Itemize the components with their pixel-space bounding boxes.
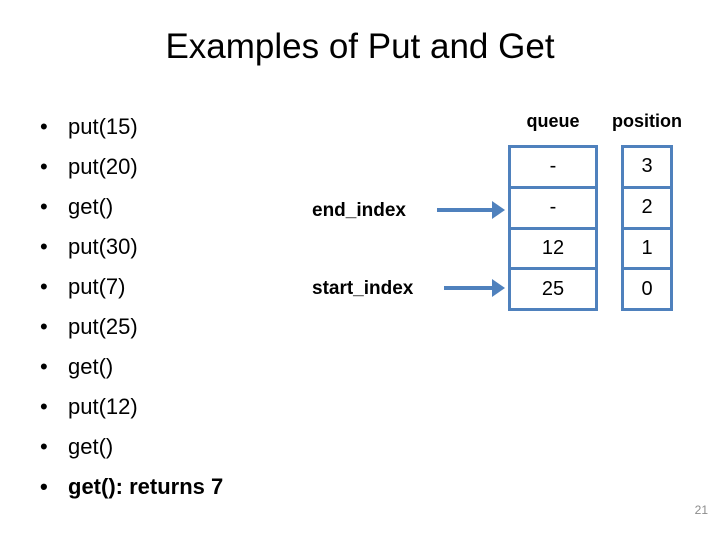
list-item: get() (40, 347, 223, 387)
list-item: get() (40, 427, 223, 467)
queue-column: - - 12 25 (508, 145, 598, 311)
list-item: put(15) (40, 107, 223, 147)
position-column: 3 2 1 0 (621, 145, 673, 311)
queue-cell: 12 (511, 226, 595, 268)
list-item-label: put(30) (68, 234, 138, 259)
list-item-result: get(): returns 7 (40, 467, 223, 507)
position-cell: 2 (624, 185, 670, 227)
end-index-label: end_index (312, 200, 406, 221)
list-item: put(7) (40, 267, 223, 307)
list-item: put(20) (40, 147, 223, 187)
queue-column-header: queue (526, 111, 580, 131)
list-item-label: put(7) (68, 274, 126, 299)
queue-cell: - (549, 155, 557, 178)
list-item: get() (40, 187, 223, 227)
slide-title: Examples of Put and Get (165, 27, 555, 66)
position-cell: 0 (624, 267, 670, 308)
end-index-arrowhead-icon (492, 201, 505, 219)
list-item-label: put(20) (68, 154, 138, 179)
list-item-label: put(12) (68, 394, 138, 419)
queue-cell: - (511, 185, 595, 227)
start-index-arrowhead-icon (492, 279, 505, 297)
start-index-label: start_index (312, 278, 414, 299)
queue-cell: 25 (511, 267, 595, 308)
end-index-arrow (437, 208, 493, 212)
list-item: put(25) (40, 307, 223, 347)
position-cell: 1 (624, 226, 670, 268)
list-item: put(12) (40, 387, 223, 427)
list-item-label: get() (68, 434, 114, 459)
list-item-label: get(): returns 7 (68, 474, 224, 499)
list-item-label: get() (68, 194, 114, 219)
list-item-label: put(15) (68, 114, 138, 139)
start-index-arrow (444, 286, 493, 290)
page-number: 21 (694, 503, 708, 517)
list-item: put(30) (40, 227, 223, 267)
position-cell: 3 (641, 155, 653, 178)
list-item-label: put(25) (68, 314, 138, 339)
operations-list: put(15) put(20) get() put(30) put(7) put… (40, 107, 223, 507)
list-item-label: get() (68, 354, 114, 379)
position-column-header: position (612, 111, 682, 131)
